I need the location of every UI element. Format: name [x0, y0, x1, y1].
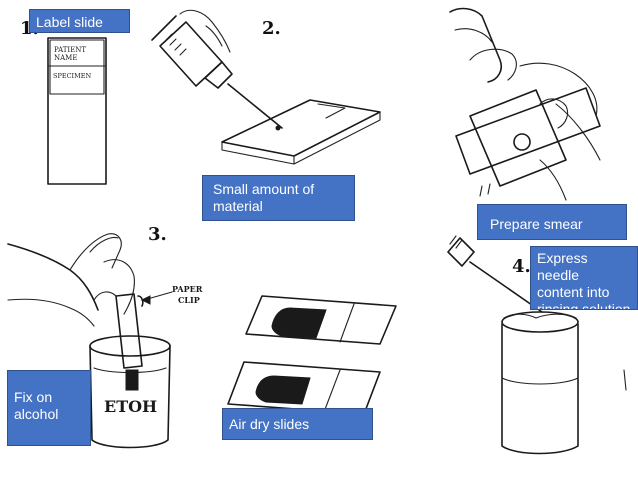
- arm: [7, 243, 99, 311]
- step1-slide-illustration: PATIENT NAME SPECIMEN: [47, 37, 107, 185]
- slide-label-specimen: SPECIMEN: [53, 72, 92, 80]
- syringe-step4: [447, 237, 475, 267]
- slide-label-name: NAME: [54, 54, 77, 62]
- step3-fix-illustration: PAPER CLIP ETOH: [7, 233, 203, 449]
- prepare-smear-illustration: [449, 7, 601, 201]
- needle: [227, 83, 283, 129]
- paper-clip-label-line2: CLIP: [178, 295, 200, 305]
- smear-2: [255, 375, 311, 405]
- material-drop: [275, 125, 281, 131]
- rinse-solution-level: [501, 377, 579, 385]
- callout-small-amount-of-material: Small amount of material: [202, 175, 355, 221]
- paper-clip-label-line1: PAPER: [172, 284, 203, 294]
- drying-slide-1: [245, 295, 397, 345]
- air-dry-illustration: [227, 295, 397, 415]
- lower-slide: [455, 87, 601, 175]
- step2-syringe-illustration: [151, 9, 381, 165]
- upper-slide: [469, 89, 567, 187]
- paper-clip: [137, 295, 144, 307]
- step-number-3: 3.: [148, 224, 167, 245]
- rinse-jar-rim: [501, 311, 579, 333]
- callout-express-needle: Express needle content into rinsing solu…: [530, 246, 638, 310]
- jar-label: ETOH: [104, 397, 157, 416]
- slide-label-patient: PATIENT: [54, 46, 86, 54]
- rinse-jar-body: [501, 323, 579, 455]
- step-number-4: 4.: [512, 256, 531, 277]
- callout-prepare-smear: Prepare smear: [477, 204, 627, 240]
- specimen-on-slide: [125, 369, 139, 391]
- jar-rim: [89, 335, 171, 357]
- upper-thumb: [449, 7, 503, 83]
- jar-body: [89, 345, 171, 449]
- slide-in-jar: [115, 293, 143, 369]
- syringe-hub: [204, 61, 233, 89]
- glass-slide: [47, 37, 107, 185]
- slide-step2: [221, 99, 381, 157]
- slide-label-area: [49, 39, 105, 95]
- callout-label-slide: Label slide: [29, 9, 130, 33]
- smear-circle: [513, 133, 531, 151]
- callout-fix-on-alcohol: Fix on alcohol: [7, 370, 91, 446]
- smear-1: [271, 307, 327, 339]
- callout-air-dry-slides: Air dry slides: [222, 408, 373, 440]
- step-number-2: 2.: [262, 18, 281, 39]
